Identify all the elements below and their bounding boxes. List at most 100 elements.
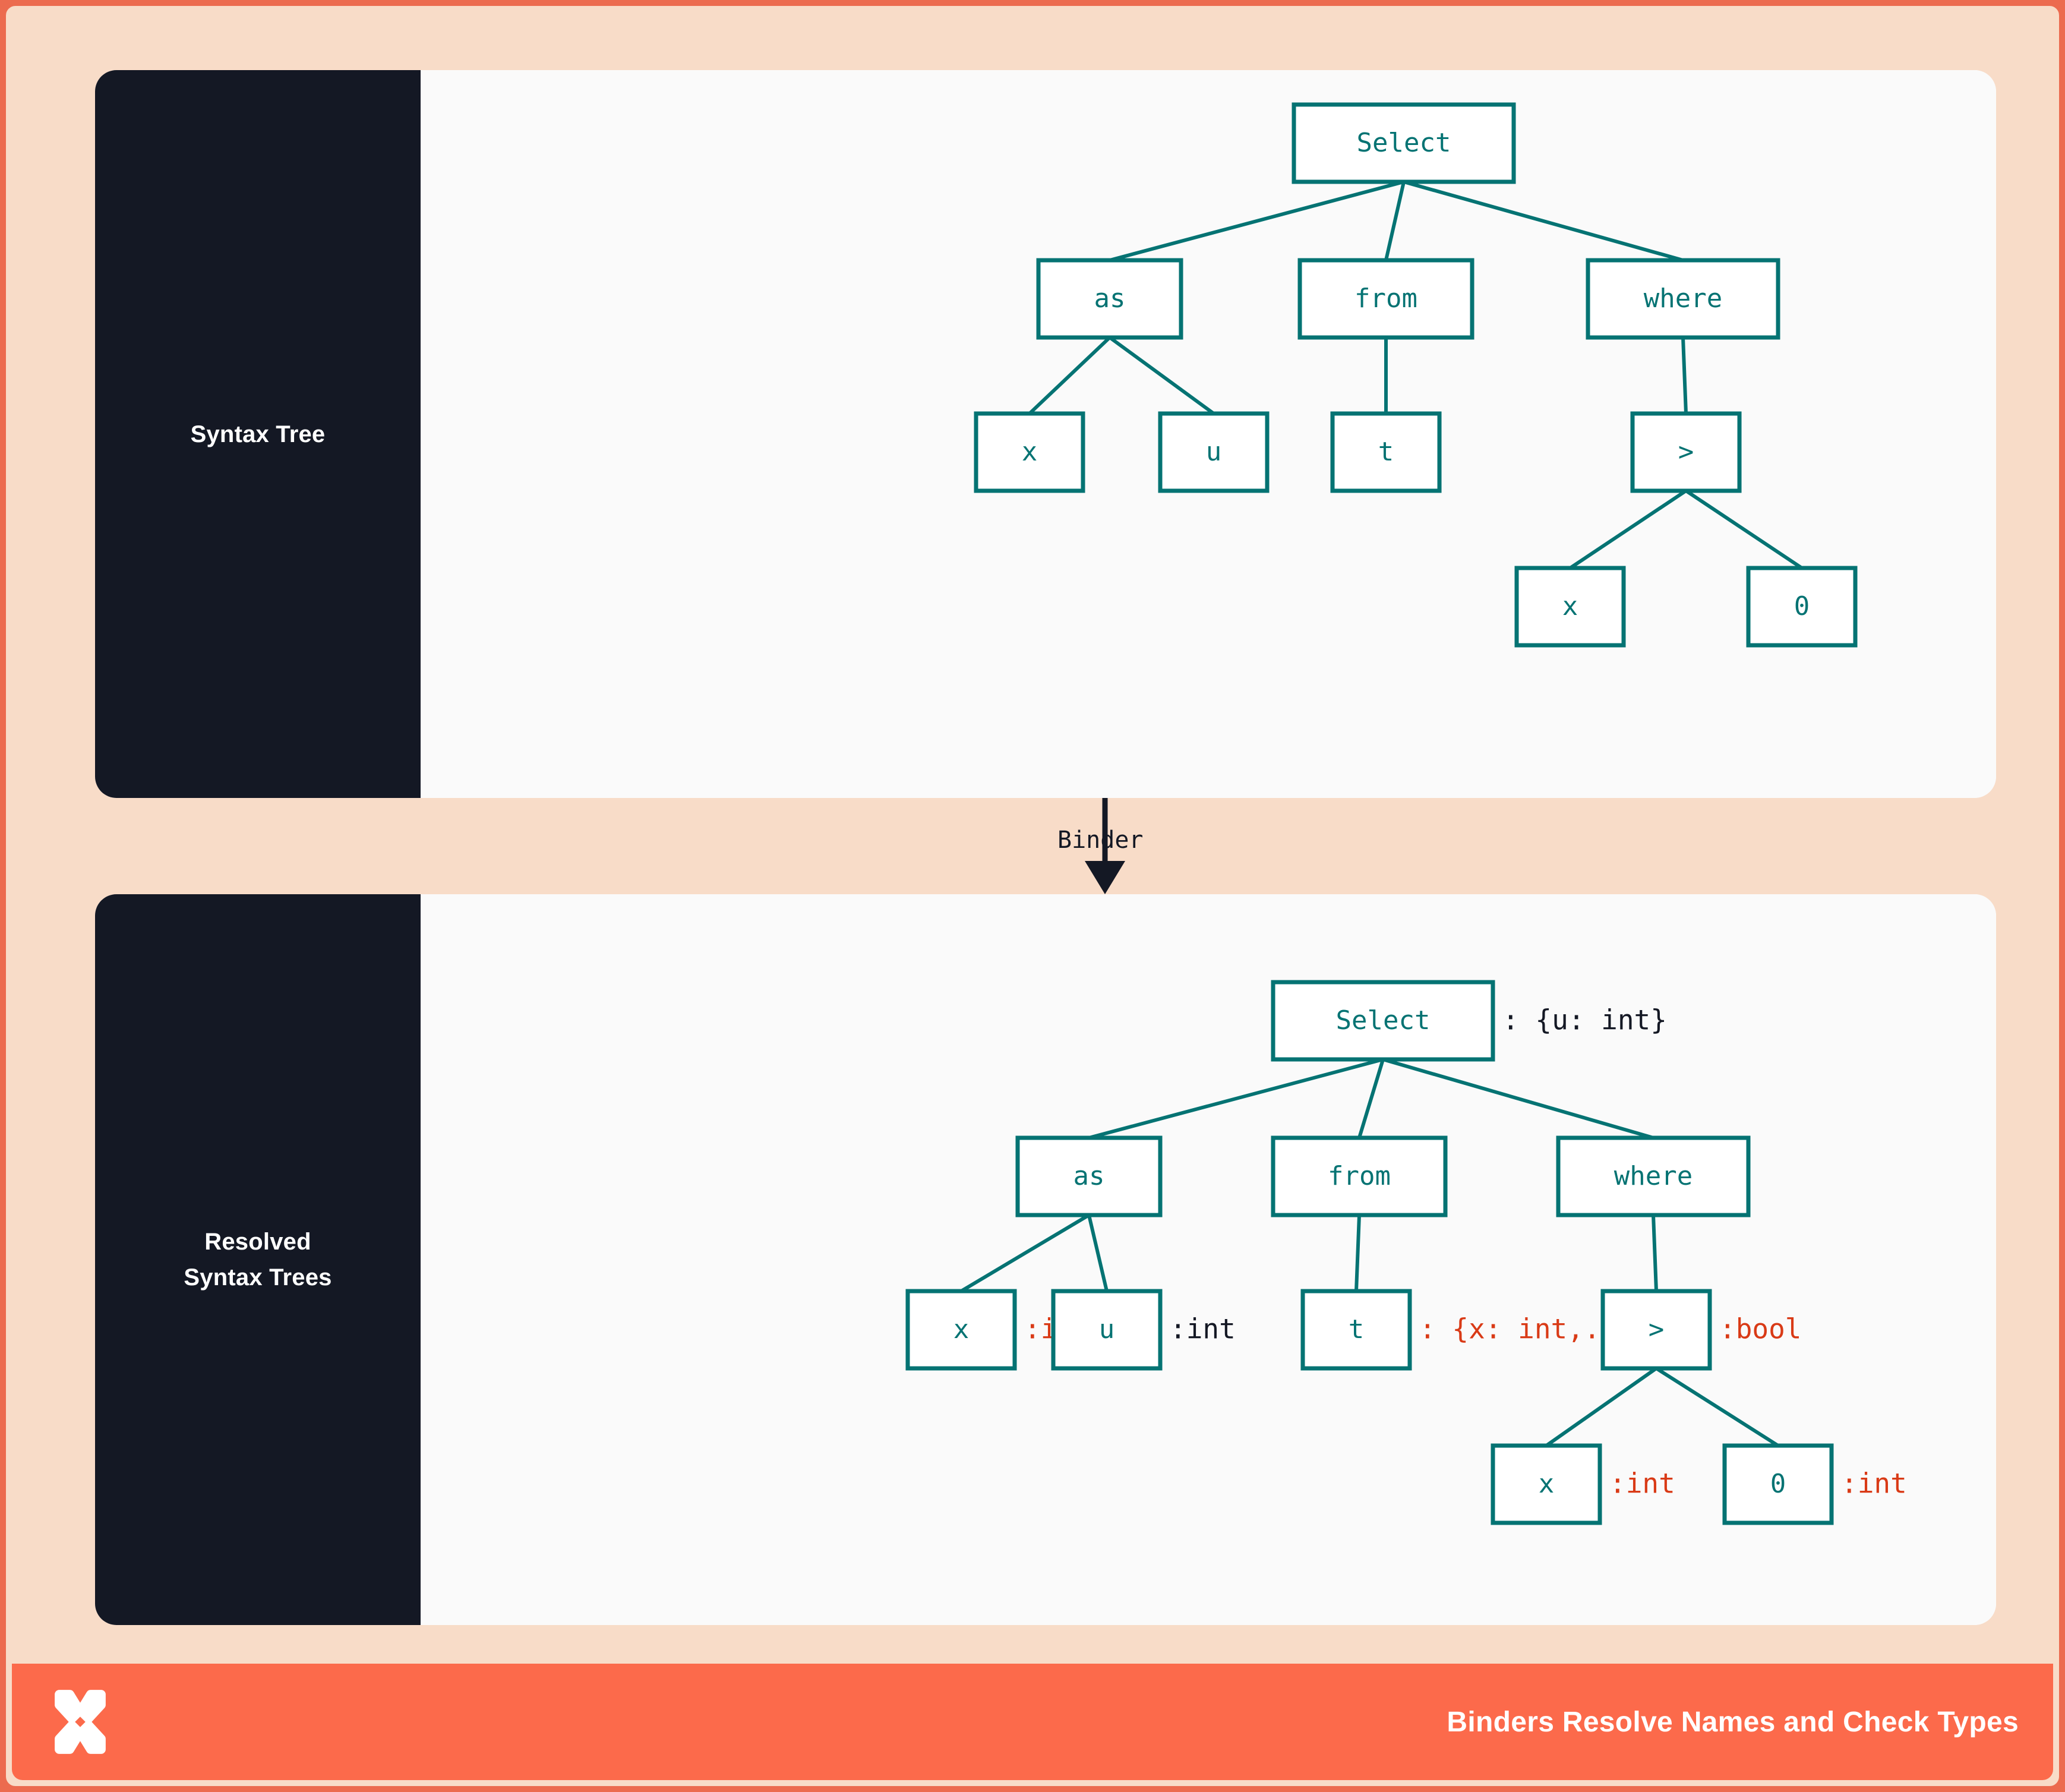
tree-node-box <box>1297 258 1474 340</box>
panel-resolved-title-line2: Syntax Trees <box>184 1264 332 1291</box>
tree-node-box <box>1514 566 1626 648</box>
binder-label: Binder <box>1057 826 1144 854</box>
tree-node-type-annotation: :int <box>1609 1468 1675 1500</box>
tree-node-type-annotation: :int <box>1170 1313 1236 1345</box>
tree-node: t: {x: int,...} <box>1300 1289 1650 1371</box>
tree-node-box <box>1630 411 1742 493</box>
tree-node-label: 0 <box>1770 1469 1786 1499</box>
tree-node-box <box>1158 411 1270 493</box>
resolved-syntax-tree-graphic: Select : {u: int} as from where x :int u :int t: … <box>905 980 1907 1525</box>
tree-edge <box>1354 1214 1361 1292</box>
tree-node-label: u <box>1206 437 1222 467</box>
tree-node-label: u <box>1099 1314 1115 1345</box>
tree-edge <box>1382 1058 1654 1140</box>
tree-node: x <box>1514 566 1626 648</box>
tree-node-label: t <box>1349 1314 1365 1345</box>
tree-node-box <box>1586 258 1780 340</box>
tree-node: from <box>1297 258 1474 340</box>
tree-edge <box>1655 1367 1779 1447</box>
tree-node-type-annotation: :bool <box>1719 1313 1801 1345</box>
tree-node-label: > <box>1678 437 1694 467</box>
tree-node-box <box>1271 1135 1448 1217</box>
tree-node-label: Select <box>1336 1005 1431 1036</box>
panel-resolved-syntax-trees: Resolved Syntax Trees Select : {u: int} as… <box>95 894 1996 1625</box>
panel-syntax-tree-title-line1: Syntax Tree <box>190 421 326 447</box>
panel-syntax-tree: Syntax Tree Select as from where x u t > x 0 <box>95 70 1996 798</box>
tree-node-box <box>974 411 1085 493</box>
tree-edge <box>1088 1058 1384 1140</box>
tree-edge <box>960 1213 1090 1293</box>
tree-node: 0 :int <box>1722 1443 1907 1525</box>
tree-node-box <box>1330 411 1442 493</box>
syntax-tree-graphic: Select as from where x u t > x 0 <box>974 102 1858 648</box>
tree-node-box <box>1036 258 1183 340</box>
tree-node: 0 <box>1746 566 1858 648</box>
tree-edge <box>1384 181 1406 261</box>
tree-node: > :bool <box>1600 1289 1801 1371</box>
tree-edge <box>1685 489 1803 570</box>
panel-resolved-syntax-trees-body: Select : {u: int} as from where x :int u :int t: … <box>421 894 1996 1625</box>
footer-bar: Binders Resolve Names and Check Types <box>12 1664 2053 1780</box>
tree-node: > <box>1630 411 1742 493</box>
x-star-logo-icon <box>55 1690 106 1754</box>
tree-edge <box>1028 336 1112 415</box>
tree-node-box <box>1746 566 1858 648</box>
tree-node: u :int <box>1051 1289 1236 1371</box>
tree-node-label: from <box>1328 1161 1391 1191</box>
tree-node: u <box>1158 411 1270 493</box>
tree-edge <box>1357 1059 1385 1138</box>
tree-node: t <box>1330 411 1442 493</box>
tree-node: x :int <box>1491 1443 1675 1525</box>
tree-node-label: where <box>1614 1161 1693 1191</box>
binder-transition: Binder <box>897 798 1313 894</box>
tree-edge <box>1545 1367 1657 1447</box>
tree-node-box <box>1491 1443 1602 1525</box>
tree-node-box <box>1015 1135 1163 1217</box>
tree-edge <box>1087 1214 1109 1292</box>
tree-node-label: x <box>1022 437 1038 467</box>
tree-node-type-annotation: :int <box>1841 1468 1907 1500</box>
tree-edge <box>1681 337 1688 414</box>
tree-node: where <box>1586 258 1780 340</box>
tree-node-box <box>905 1289 1017 1371</box>
tree-node: as <box>1015 1135 1163 1217</box>
tree-node-box <box>1051 1289 1163 1371</box>
tree-node-label: x <box>1562 591 1578 621</box>
panel-syntax-tree-sidebar: Syntax Tree <box>95 70 421 798</box>
tree-node: as <box>1036 258 1183 340</box>
tree-node-label: > <box>1649 1314 1665 1345</box>
tree-node-box <box>1600 1289 1712 1371</box>
tree-node: where <box>1556 1135 1751 1217</box>
footer-title: Binders Resolve Names and Check Types <box>1447 1706 2019 1738</box>
tree-node-label: where <box>1644 283 1722 314</box>
panel-syntax-tree-title: Syntax Tree <box>191 417 326 452</box>
tree-node-label: Select <box>1357 128 1451 158</box>
panel-syntax-tree-body: Select as from where x u t > x 0 <box>421 70 1996 798</box>
tree-node-label: from <box>1354 283 1417 314</box>
tree-node-label: x <box>1539 1469 1555 1499</box>
tree-node-label: as <box>1073 1161 1105 1191</box>
panel-resolved-syntax-trees-title: Resolved Syntax Trees <box>184 1224 331 1295</box>
tree-edge <box>1569 489 1687 570</box>
tree-node-box <box>1292 102 1516 184</box>
tree-node-box <box>1300 1289 1412 1371</box>
tree-node-label: t <box>1378 437 1394 467</box>
tree-node: Select <box>1292 102 1516 184</box>
tree-edge <box>1652 1214 1658 1292</box>
tree-node-box <box>1722 1443 1834 1525</box>
tree-node-label: x <box>953 1314 970 1345</box>
tree-node: from <box>1271 1135 1448 1217</box>
tree-node: x <box>974 411 1085 493</box>
arrow-down-icon <box>1085 798 1125 894</box>
tree-node-label: as <box>1094 283 1126 314</box>
tree-edge <box>1403 180 1684 262</box>
panel-resolved-syntax-trees-sidebar: Resolved Syntax Trees <box>95 894 421 1625</box>
tree-edge <box>1109 336 1215 415</box>
tree-node: Select : {u: int} <box>1271 980 1667 1062</box>
tree-node-box <box>1556 1135 1751 1217</box>
panel-resolved-title-line1: Resolved <box>204 1229 311 1255</box>
tree-node-type-annotation: : {u: int} <box>1502 1004 1667 1036</box>
tree-edge <box>1109 180 1404 262</box>
tree-node-label: 0 <box>1794 591 1810 621</box>
